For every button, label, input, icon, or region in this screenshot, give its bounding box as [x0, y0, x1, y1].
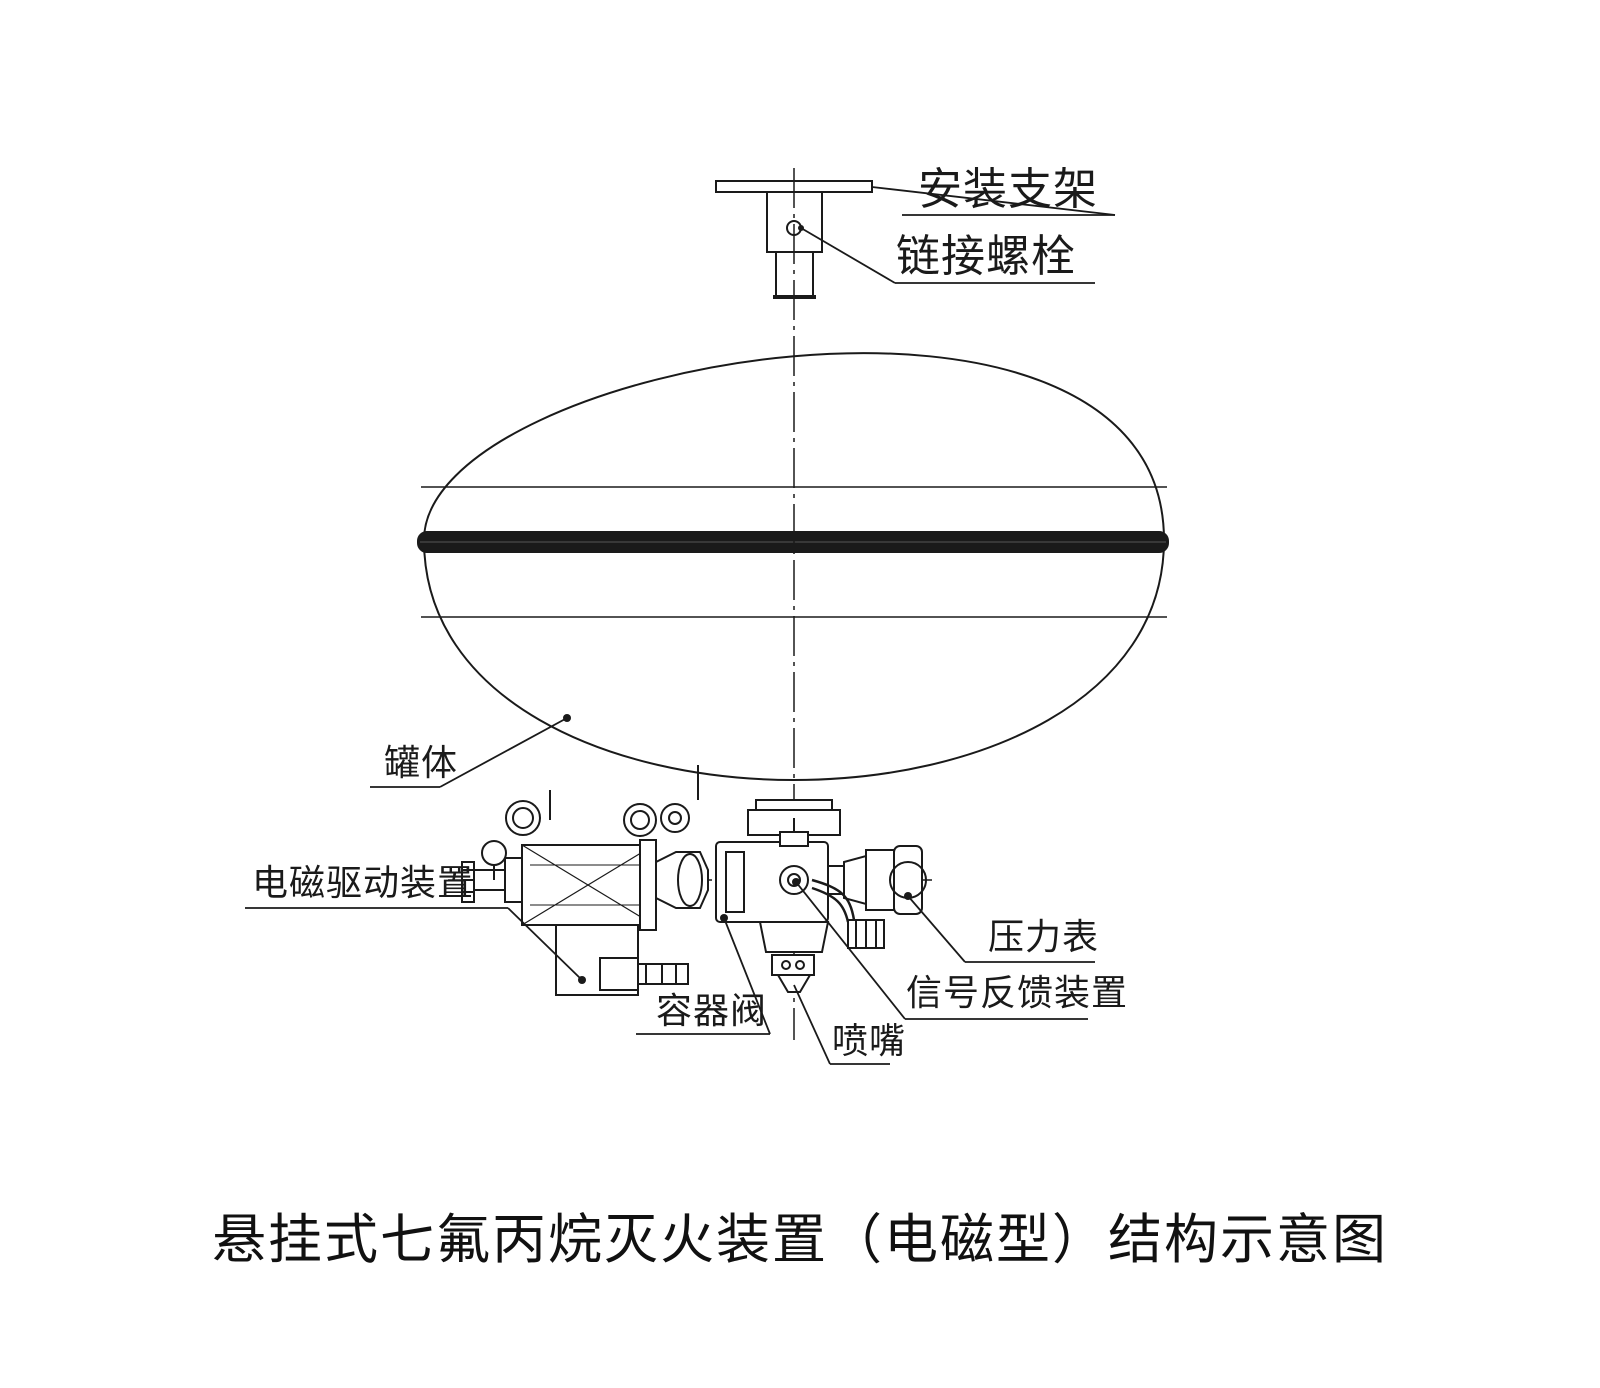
container-valve-body [715, 841, 829, 923]
leader-nozzle [793, 984, 831, 1065]
label-mount-bracket: 安装支架 [918, 164, 1098, 215]
leader-tank-body [439, 717, 568, 788]
leader-signal-feedback [795, 881, 906, 1020]
leader-link-bolt [800, 227, 896, 284]
label-pressure-gauge: 压力表 [988, 917, 1100, 958]
label-container-valve: 容器阀 [656, 991, 768, 1032]
leader-pressure-gauge [907, 895, 966, 963]
leader-container-valve [723, 917, 771, 1035]
label-nozzle: 喷嘴 [832, 1021, 907, 1062]
leader-mount-bracket [871, 186, 1116, 216]
label-tank-body: 罐体 [384, 743, 459, 784]
label-solenoid-drive: 电磁驱动装置 [252, 863, 475, 904]
label-signal-feedback: 信号反馈装置 [906, 973, 1129, 1014]
diagram-caption: 悬挂式七氟丙烷灭火装置（电磁型）结构示意图 [212, 1208, 1388, 1271]
label-link-bolt: 链接螺栓 [896, 231, 1076, 282]
nozzle-body [771, 954, 815, 976]
